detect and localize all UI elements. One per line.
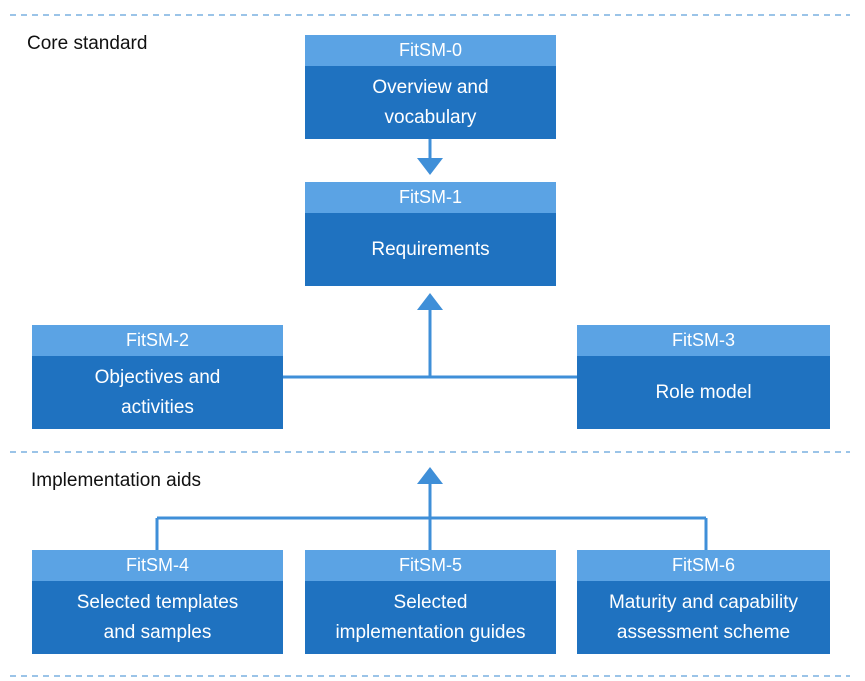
box-description-line: vocabulary (384, 106, 477, 128)
box-title: FitSM-4 (32, 550, 283, 581)
box-fitsm-6: FitSM-6 Maturity and capability assessme… (577, 550, 830, 654)
section-label-core: Core standard (27, 33, 148, 54)
box-description-line: assessment scheme (616, 621, 791, 643)
box-description: Maturity and capability assessment schem… (577, 581, 830, 654)
box-description: Selected implementation guides (305, 581, 556, 654)
arrow-0-to-1-head (417, 158, 443, 175)
arrow-to-1-head (417, 293, 443, 310)
box-description: Selected templates and samples (32, 581, 283, 654)
box-description: Requirements (305, 213, 556, 286)
box-title: FitSM-0 (305, 35, 556, 66)
box-fitsm-3: FitSM-3 Role model (577, 325, 830, 429)
box-description: Role model (577, 356, 830, 429)
box-description-line: activities (121, 396, 194, 418)
box-title: FitSM-6 (577, 550, 830, 581)
box-description-line: Maturity and capability (608, 591, 799, 613)
section-label-aids: Implementation aids (31, 470, 202, 491)
box-description-line: and samples (103, 621, 212, 643)
arrow-aids-up-head (417, 467, 443, 484)
box-fitsm-0: FitSM-0 Overview and vocabulary (305, 35, 556, 139)
box-description-line: Selected templates (76, 591, 239, 613)
box-description: Objectives and activities (32, 356, 283, 429)
box-fitsm-4: FitSM-4 Selected templates and samples (32, 550, 283, 654)
box-title: FitSM-2 (32, 325, 283, 356)
box-description-line: Overview and (372, 76, 489, 98)
box-description-line: Role model (655, 381, 752, 403)
box-description-line: Requirements (371, 238, 490, 260)
box-title: FitSM-5 (305, 550, 556, 581)
box-description-line: implementation guides (335, 621, 526, 643)
box-fitsm-2: FitSM-2 Objectives and activities (32, 325, 283, 429)
box-description-line: Selected (393, 591, 468, 613)
box-title: FitSM-3 (577, 325, 830, 356)
box-description-line: Objectives and (94, 366, 221, 388)
box-description: Overview and vocabulary (305, 66, 556, 139)
box-title: FitSM-1 (305, 182, 556, 213)
box-fitsm-1: FitSM-1 Requirements (305, 182, 556, 286)
box-fitsm-5: FitSM-5 Selected implementation guides (305, 550, 556, 654)
